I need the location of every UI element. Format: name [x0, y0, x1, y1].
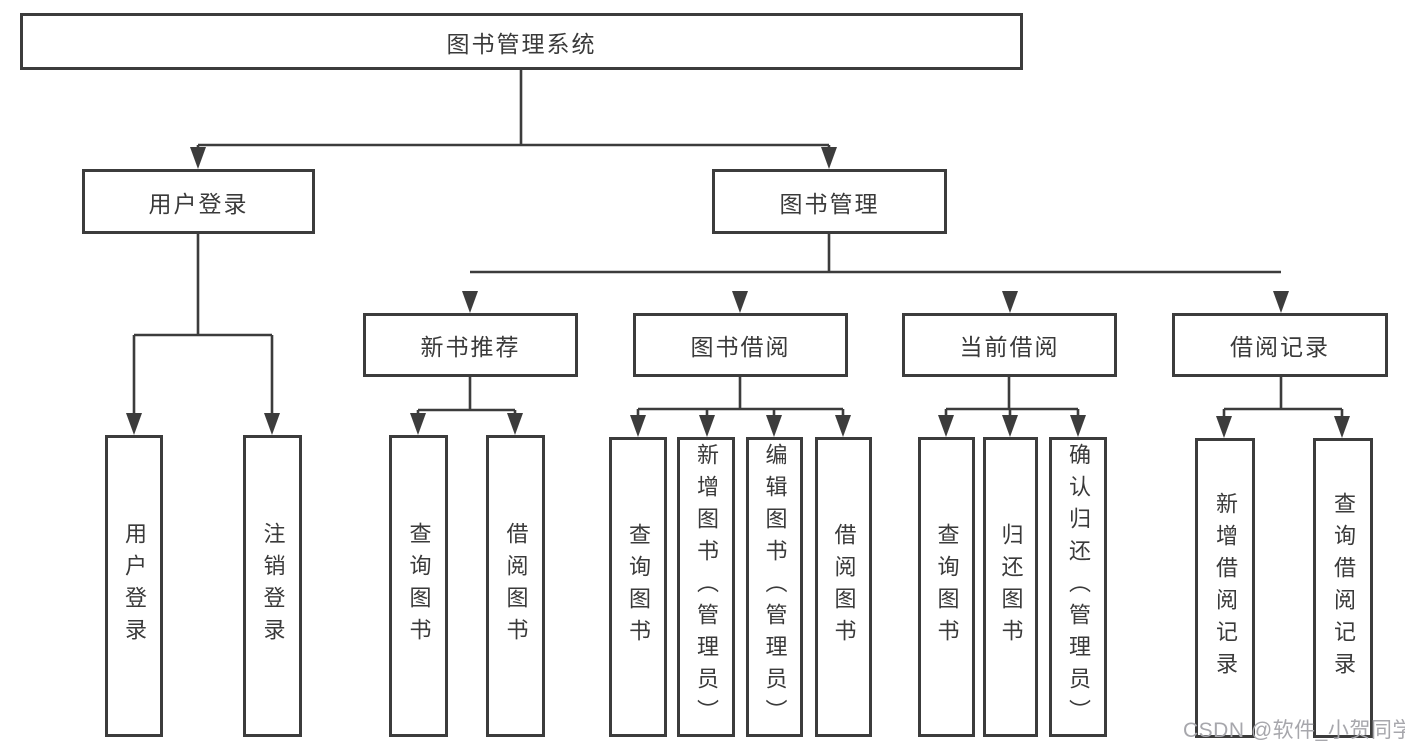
node-book-borrow: 图书借阅: [633, 313, 848, 377]
leaf-confirm-return-admin-label: 确认归还（管理员）: [1066, 443, 1091, 731]
node-book-management-label: 图书管理: [779, 190, 880, 217]
leaf-add-borrow-record: 新增借阅记录: [1195, 438, 1255, 738]
arrowhead-group: [126, 147, 1350, 438]
leaf-recommend-borrow-books-label: 借阅图书: [503, 522, 529, 650]
leaf-return-books-label: 归还图书: [998, 523, 1024, 651]
leaf-query-borrow-record-label: 查询借阅记录: [1331, 492, 1356, 684]
node-borrow-records-label: 借阅记录: [1230, 334, 1330, 360]
node-user-login-label: 用户登录: [148, 190, 249, 217]
leaf-borrow-query-books-label: 查询图书: [626, 523, 651, 651]
leaf-recommend-query-books-label: 查询图书: [406, 522, 432, 650]
node-current-borrow-label: 当前借阅: [959, 334, 1060, 360]
leaf-edit-books-admin-label: 编辑图书（管理员）: [762, 443, 788, 731]
leaf-recommend-borrow-books: 借阅图书: [486, 435, 545, 737]
leaf-confirm-return-admin: 确认归还（管理员）: [1049, 437, 1107, 737]
leaf-logout: 注销登录: [243, 435, 302, 737]
node-borrow-records: 借阅记录: [1172, 313, 1388, 377]
leaf-borrow-books-label: 借阅图书: [831, 523, 857, 651]
leaf-borrow-query-books: 查询图书: [609, 437, 667, 737]
leaf-logout-label: 注销登录: [260, 522, 286, 650]
leaf-recommend-query-books: 查询图书: [389, 435, 448, 737]
csdn-watermark: CSDN @软件_小贺同学: [1183, 719, 1405, 742]
leaf-add-books-admin: 新增图书（管理员）: [677, 437, 735, 737]
node-book-management: 图书管理: [712, 169, 947, 234]
leaf-borrow-books: 借阅图书: [815, 437, 872, 737]
leaf-add-books-admin-label: 新增图书（管理员）: [694, 443, 719, 731]
node-new-book-recommend-label: 新书推荐: [420, 334, 521, 360]
leaf-query-borrow-record: 查询借阅记录: [1313, 438, 1373, 738]
node-new-book-recommend: 新书推荐: [363, 313, 578, 377]
node-root-label: 图书管理系统: [446, 30, 597, 57]
leaf-edit-books-admin: 编辑图书（管理员）: [746, 437, 803, 737]
leaf-user-login-label: 用户登录: [122, 522, 147, 650]
leaf-current-query-books-label: 查询图书: [934, 523, 960, 651]
node-book-borrow-label: 图书借阅: [690, 334, 791, 360]
leaf-current-query-books: 查询图书: [918, 437, 975, 737]
leaf-user-login: 用户登录: [105, 435, 163, 737]
node-current-borrow: 当前借阅: [902, 313, 1117, 377]
leaf-return-books: 归还图书: [983, 437, 1038, 737]
node-user-login: 用户登录: [82, 169, 315, 234]
leaf-add-borrow-record-label: 新增借阅记录: [1213, 492, 1238, 684]
node-root: 图书管理系统: [20, 13, 1023, 70]
